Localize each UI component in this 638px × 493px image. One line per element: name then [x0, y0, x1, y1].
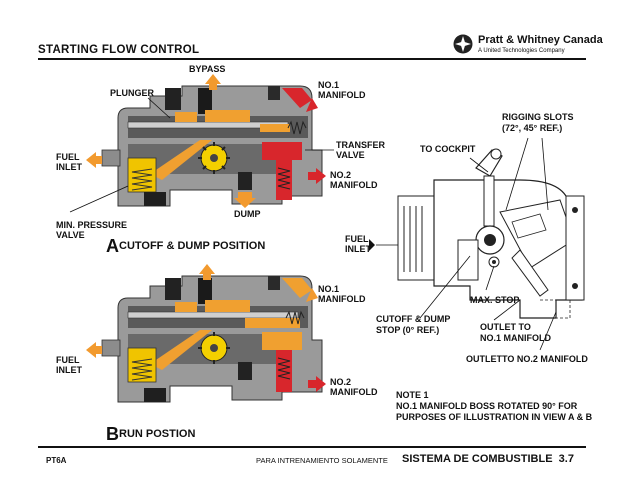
view-a-caption: CUTOFF & DUMP POSITION	[119, 240, 266, 252]
label-fcu-fuel-inlet-1: FUEL	[345, 234, 369, 244]
label-min-pressure-1: MIN. PRESSURE	[56, 220, 128, 230]
fcu-assembly	[397, 148, 585, 319]
valve-a-housing	[101, 85, 323, 207]
label-no2-manifold-a-1: NO.2	[330, 170, 352, 180]
label-transfer-valve-2: VALVE	[336, 150, 365, 160]
label-rigging-slots-2: (72°, 45° REF.)	[502, 123, 563, 133]
label-plunger: PLUNGER	[110, 88, 155, 98]
footer-section: SISTEMA DE COMBUSTIBLE 3.7	[402, 453, 574, 465]
valve-a-leaders	[69, 97, 334, 213]
valve-b-flow-arrows	[86, 264, 326, 392]
label-max-stop: MAX. STOP	[470, 295, 520, 305]
valve-a-flow-arrows	[86, 74, 326, 208]
fcu-leaders	[376, 137, 557, 351]
label-transfer-valve-1: TRANSFER	[336, 140, 385, 150]
pwc-logo-icon	[452, 33, 474, 55]
label-to-cockpit: TO COCKPIT	[420, 144, 476, 154]
label-cutoff-stop-1: CUTOFF & DUMP	[376, 314, 451, 324]
label-fuel-inlet-b-2: INLET	[56, 365, 82, 375]
valve-b-housing	[101, 275, 323, 403]
label-fcu-fuel-inlet-2: INLET	[345, 244, 371, 254]
brand-subtitle: A United Technologies Company	[478, 48, 565, 54]
label-outlet-no1-1: OUTLET TO	[480, 322, 531, 332]
label-outlet-no1-2: NO.1 MANIFOLD	[480, 333, 551, 343]
label-no2-manifold-b-2: MANIFOLD	[330, 387, 378, 397]
label-rigging-slots-1: RIGGING SLOTS	[502, 112, 574, 122]
footer-model: PT6A	[46, 456, 67, 465]
footer-disclaimer: PARA INTRENAMIENTO SOLAMENTE	[256, 456, 388, 465]
label-fuel-inlet-a-2: INLET	[56, 162, 82, 172]
note-heading: NOTE 1	[396, 390, 429, 400]
label-no1-manifold-b-1: NO.1	[318, 284, 340, 294]
label-no1-manifold-a-2: MANIFOLD	[318, 90, 366, 100]
label-no2-manifold-a-2: MANIFOLD	[330, 180, 378, 190]
label-no1-manifold-a-1: NO.1	[318, 80, 340, 90]
view-b-caption: RUN POSTION	[119, 428, 196, 440]
label-no2-manifold-b-1: NO.2	[330, 377, 352, 387]
page-title: STARTING FLOW CONTROL	[38, 44, 200, 56]
footer-rule	[38, 446, 586, 448]
brand-name: Pratt & Whitney Canada	[478, 34, 603, 46]
label-no1-manifold-b-2: MANIFOLD	[318, 294, 366, 304]
label-cutoff-stop-2: STOP (0° REF.)	[376, 325, 440, 335]
note-line-2: PURPOSES OF ILLUSTRATION IN VIEW A & B	[396, 412, 593, 422]
fcu-fuel-arrow	[369, 239, 375, 251]
view-a-letter: A	[106, 236, 119, 256]
label-bypass: BYPASS	[189, 64, 226, 74]
label-min-pressure-2: VALVE	[56, 230, 85, 240]
label-fuel-inlet-a-1: FUEL	[56, 152, 80, 162]
header-rule	[38, 58, 586, 60]
label-outlet-no2: OUTLETTO NO.2 MANIFOLD	[466, 354, 588, 364]
note-line-1: NO.1 MANIFOLD BOSS ROTATED 90° FOR	[396, 401, 578, 411]
view-b-letter: B	[106, 424, 119, 444]
label-dump: DUMP	[234, 209, 261, 219]
label-fuel-inlet-b-1: FUEL	[56, 355, 80, 365]
